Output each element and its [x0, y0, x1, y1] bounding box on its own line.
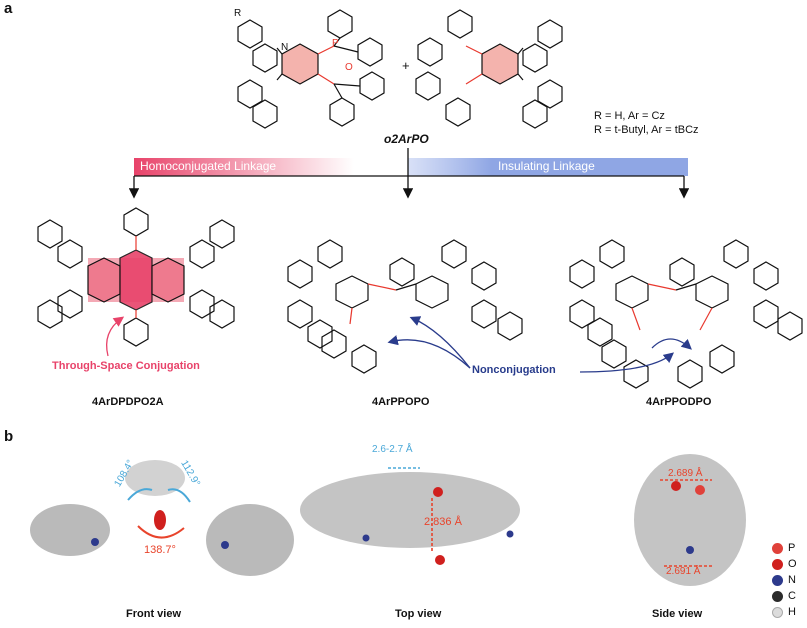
panel-b-graphics: [30, 454, 746, 586]
o2arpo-right-molecule: [415, 9, 563, 129]
nonconjugation-label: Nonconjugation: [472, 364, 556, 376]
legend-sphere-o: [772, 558, 783, 570]
atom-label-o: O: [345, 62, 353, 73]
legend-item-p: P: [772, 540, 804, 556]
legend-item-n: N: [772, 572, 804, 588]
atom-legend: P O N C H: [772, 540, 804, 620]
legend-sphere-h: [772, 606, 783, 618]
side-distance-2: 2.691 Å: [666, 566, 701, 577]
top-distance-1: 2.6-2.7 Å: [372, 444, 413, 455]
nonconjugation-arrow-left: [387, 335, 471, 369]
side-distance-1: 2.689 Å: [668, 468, 703, 479]
pop-double-arrow: [651, 338, 692, 350]
o2arpo-label: o2ArPO: [384, 132, 429, 146]
atom-label-r: R: [234, 8, 242, 19]
front-angle-3: 138.7°: [144, 544, 176, 556]
atom-label-n: N: [281, 42, 289, 53]
homoconjugated-linkage-bar: [134, 158, 354, 176]
view-label-top: Top view: [395, 608, 442, 620]
insulating-linkage-bar: [408, 158, 688, 176]
panel-a-label: a: [4, 0, 13, 17]
legend-label-c: C: [788, 590, 796, 602]
atom-label-p: P: [332, 38, 339, 49]
top-distance-2: 2.836 Å: [424, 516, 462, 528]
legend-sphere-p: [772, 542, 783, 554]
legend-label-h: H: [788, 606, 796, 618]
legend-sphere-n: [772, 574, 783, 586]
compound-label-4arppodpo: 4ArPPODPO: [646, 396, 712, 408]
side-view-structure: [634, 454, 746, 586]
legend-label-n: N: [788, 574, 796, 586]
front-view-structure: [30, 460, 294, 576]
insulating-linkage-label: Insulating Linkage: [498, 159, 595, 173]
4arppodpo-molecule: [569, 239, 803, 389]
legend-sphere-c: [772, 590, 783, 602]
view-label-side: Side view: [652, 608, 703, 620]
compound-label-4ardpdpo2a: 4ArDPDPO2A: [92, 396, 164, 408]
compound-label-4arppopo: 4ArPPOPO: [372, 396, 430, 408]
plus-sign: +: [402, 58, 410, 73]
panel-b-label: b: [4, 428, 14, 445]
homoconjugated-linkage-label: Homoconjugated Linkage: [140, 159, 277, 173]
o2arpo-left-molecule: [237, 9, 385, 129]
legend-item-h: H: [772, 604, 804, 620]
r-definition-1: R = H, Ar = Cz: [594, 110, 665, 122]
nonconjugation-arrow-right: [579, 352, 675, 373]
4ardpdpo2a-molecule: [37, 207, 235, 347]
through-space-arrow: [105, 316, 125, 357]
view-label-front: Front view: [126, 608, 182, 620]
through-space-label: Through-Space Conjugation: [52, 360, 200, 372]
legend-label-p: P: [788, 542, 796, 554]
panel-a-graphics: [37, 9, 803, 389]
legend-item-c: C: [772, 588, 804, 604]
4arppopo-molecule: [287, 239, 523, 374]
top-view-structure: [300, 467, 520, 565]
r-definition-2: R = t-Butyl, Ar = tBCz: [594, 124, 699, 136]
nonconjugation-arrow-center: [409, 316, 471, 369]
legend-label-o: O: [788, 558, 797, 570]
legend-item-o: O: [772, 556, 804, 572]
